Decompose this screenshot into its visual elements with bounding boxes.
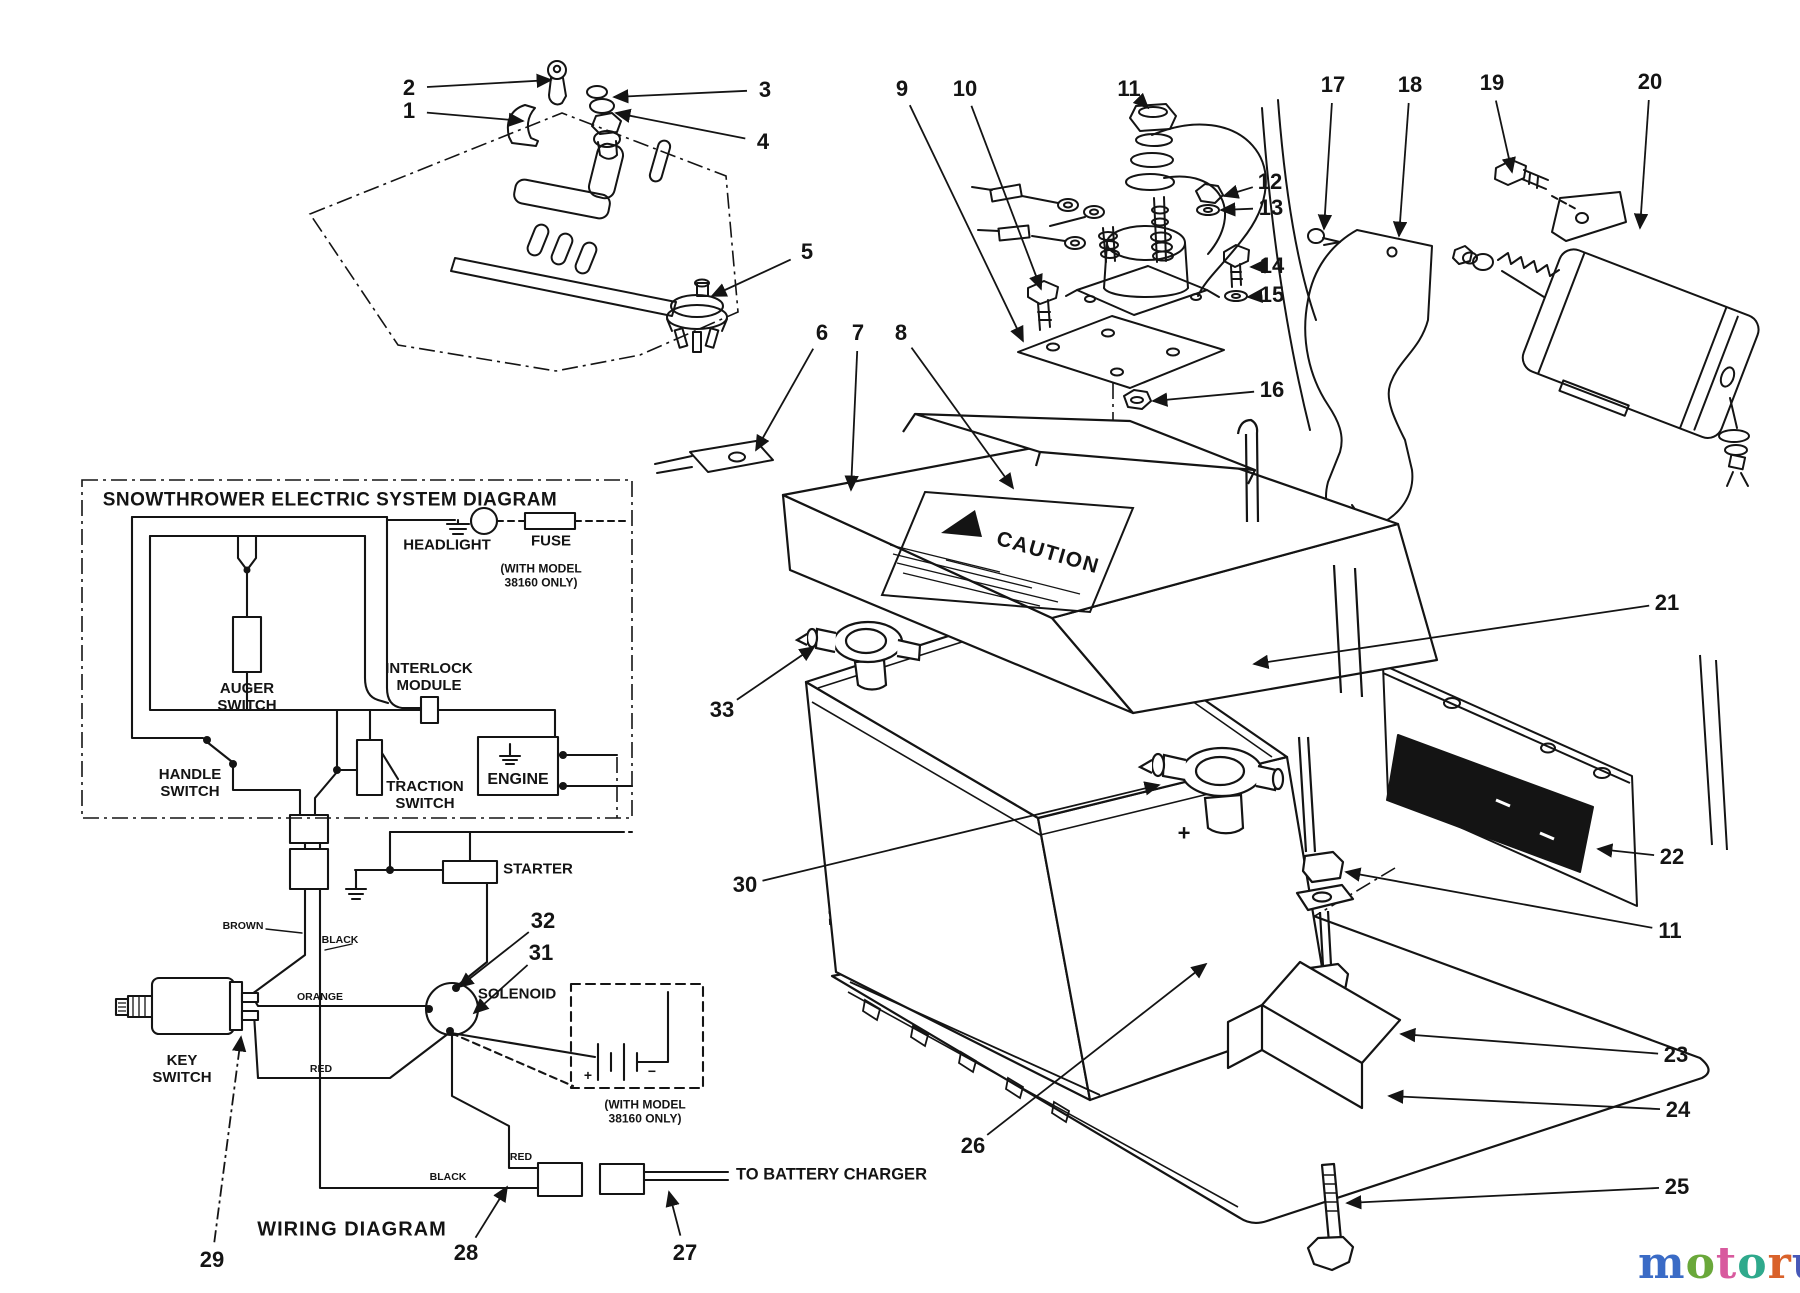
interlock-module-symbol (419, 695, 440, 725)
wiring-diagram-caption: WIRING DIAGRAM (257, 1218, 447, 1241)
tray-bolt (1306, 1162, 1355, 1272)
battery-plus-mark: + (583, 1067, 593, 1084)
key-switch-nut-stack (586, 85, 622, 160)
motor-bracket (1551, 191, 1627, 242)
solenoid-label: SOLENOID (477, 985, 557, 1003)
positive-terminal-mark: + (1177, 820, 1191, 846)
starter-label: STARTER (503, 860, 573, 878)
callout-leader-lines (213, 73, 1661, 1243)
interlock-module-label: INTERLOCK MODULE (385, 660, 473, 694)
junction-dots (203, 566, 567, 1035)
ground-clip (654, 440, 774, 474)
fuse-note: (WITH MODEL 38160 ONLY) (500, 561, 582, 589)
key-switch-device (114, 976, 260, 1036)
wiring-schematic (130, 506, 730, 1198)
wire-terminals (971, 123, 1267, 297)
side-panel-group (1382, 654, 1728, 907)
motoruf-logo-letter: o (1685, 1238, 1716, 1289)
fuse-label: FUSE (530, 532, 572, 550)
plate-nut (1123, 389, 1152, 410)
negative-terminal-clamp (794, 620, 922, 691)
handle-switch-label: HANDLE SWITCH (158, 766, 222, 800)
wire-label-orange: ORANGE (296, 991, 344, 1004)
wire-label-red: RED (309, 1063, 333, 1076)
caution-label (880, 490, 1135, 614)
motoruf-logo-letter: m (1638, 1238, 1686, 1289)
key-switch-label: KEY SWITCH (152, 1052, 212, 1086)
hold-down-rod (1236, 418, 1260, 523)
battery-cover (781, 412, 1439, 715)
panel-slot (526, 223, 550, 257)
warning-triangle-icon (941, 510, 982, 537)
battery-charger-note: TO BATTERY CHARGER (736, 1165, 927, 1184)
starter-mount-bracket (1304, 229, 1433, 531)
motoruf-logo-letter: u (1792, 1238, 1800, 1289)
starter-motor (1521, 248, 1760, 439)
engine-symbol (476, 735, 560, 797)
battery-minus-mark: − (647, 1063, 657, 1080)
hold-down-group (1226, 418, 1402, 1272)
motoruf-logo-letter: t (1715, 1238, 1738, 1289)
battery-vents (849, 981, 1101, 1124)
headlight-label: HEADLIGHT (403, 536, 491, 554)
hex-bolt (1223, 244, 1250, 268)
solenoid-base-plate (1017, 315, 1225, 389)
interlock-plug (666, 278, 728, 353)
bracket-screw (1307, 228, 1325, 244)
motoruf-logo: motoruf.de (1638, 1238, 1800, 1289)
headlight-symbol (469, 506, 499, 536)
engine-label: ENGINE (487, 770, 549, 788)
motoruf-logo-letter: o (1737, 1238, 1768, 1289)
motor-terminal-parts (1729, 397, 1738, 429)
starter-bolt (1494, 159, 1579, 211)
key (547, 60, 567, 80)
battery-note: (WITH MODEL 38160 ONLY) (604, 1097, 686, 1125)
flat-washer (1224, 290, 1248, 302)
starter-group (1261, 99, 1760, 531)
wire-label-black-2: BLACK (429, 1171, 467, 1184)
motoruf-logo-letter: r (1767, 1238, 1792, 1289)
solenoid-assembly (971, 103, 1267, 410)
mounting-bolt (1027, 280, 1059, 305)
connector-socket (598, 1162, 646, 1196)
rubber-pad (1386, 734, 1594, 873)
starter-pinion (1452, 245, 1560, 298)
control-panel-assembly (450, 60, 774, 474)
solenoid (1065, 225, 1220, 316)
solenoid-symbol (424, 981, 480, 1037)
wiring-diagram-title: SNOWTHROWER ELECTRIC SYSTEM DIAGRAM (102, 489, 558, 511)
connector-plug (536, 1161, 584, 1198)
auger-switch-label: AUGER SWITCH (217, 680, 277, 714)
key-switch-bracket (506, 104, 539, 147)
wire-label-red-2: RED (509, 1151, 533, 1164)
starter-symbol (441, 859, 499, 885)
traction-switch-label: TRACTION SWITCH (386, 778, 464, 812)
wire-label-black: BLACK (321, 934, 359, 947)
positive-terminal-clamp (1137, 746, 1285, 835)
rod-nut (1301, 850, 1345, 884)
lock-washer (1196, 204, 1220, 216)
fuse-symbol (523, 511, 577, 531)
wire-label-brown: BROWN (222, 920, 264, 933)
washer (1125, 173, 1175, 191)
